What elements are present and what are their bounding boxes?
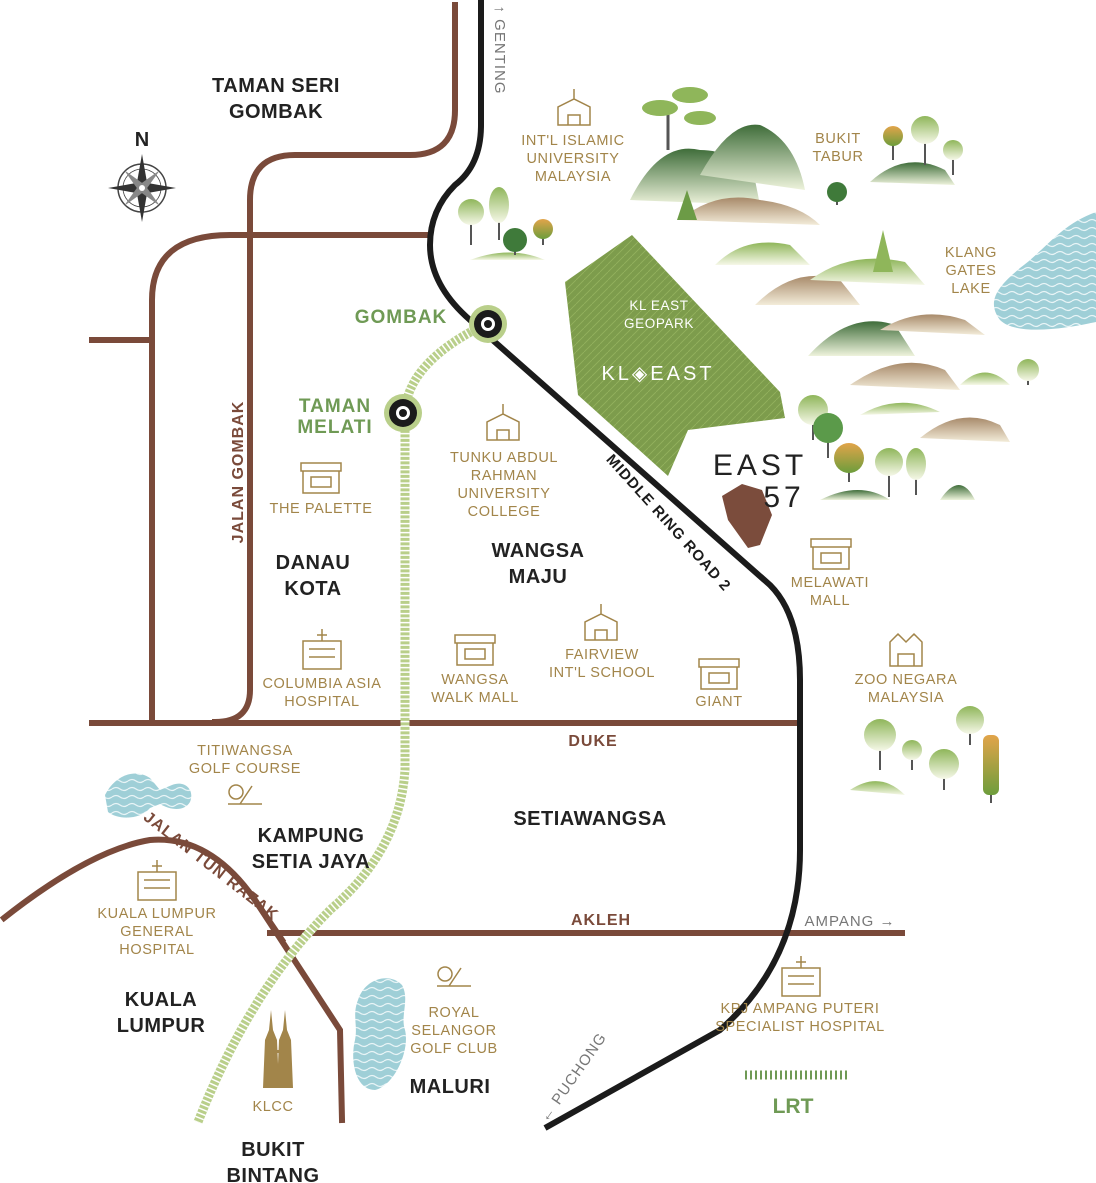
tree-umbrella	[642, 87, 716, 150]
pine-tree	[677, 190, 697, 220]
klcc-towers-icon	[263, 1010, 293, 1088]
tree	[1017, 359, 1039, 385]
kl-east-brand-logo: KL◈EAST	[601, 363, 714, 385]
direction-genting: ↑ GENTING	[491, 5, 508, 94]
lrt-legend-label: LRT	[773, 1095, 814, 1118]
tree	[834, 443, 864, 482]
road-label-jalan-gombak: JALAN GOMBAK	[230, 401, 247, 544]
klang-gates-lake	[993, 212, 1096, 330]
titiwangsa-lake	[105, 773, 192, 818]
compass-north-label: N	[135, 129, 149, 151]
university-icon	[584, 604, 618, 641]
tree	[533, 219, 553, 245]
poi-giant: GIANT	[695, 694, 742, 710]
tree	[813, 413, 843, 458]
tree	[929, 749, 959, 790]
pine-tree	[873, 230, 893, 272]
direction-ampang: AMPANG →	[804, 913, 895, 930]
tree	[983, 735, 999, 803]
station-label-gombak: GOMBAK	[355, 307, 448, 328]
zoo-icon	[889, 632, 923, 667]
tree	[458, 199, 484, 245]
local-roads	[0, 2, 905, 1124]
taman-melati-station-marker[interactable]	[384, 394, 422, 432]
road-taman-seri-gombak	[211, 2, 458, 726]
golf-icon	[228, 784, 262, 805]
area-setiawangsa: SETIAWANGSA	[513, 808, 666, 830]
royal-selangor-lake	[353, 978, 406, 1090]
shop-icon	[300, 462, 342, 494]
lakes	[105, 212, 1096, 1090]
road-label-duke: DUKE	[568, 733, 617, 750]
poi-icons	[137, 89, 923, 997]
university-icon	[486, 404, 520, 441]
shop-icon	[698, 658, 740, 690]
tree	[943, 140, 963, 175]
tree	[906, 448, 926, 495]
tree	[503, 228, 527, 255]
trees	[458, 87, 1039, 803]
kl-east-geopark[interactable]	[565, 235, 785, 476]
gombak-station-marker[interactable]	[469, 305, 507, 343]
poi-klcc: KLCC	[252, 1099, 293, 1115]
tree	[489, 187, 509, 240]
golf-icon	[437, 966, 471, 987]
hospital-icon	[302, 629, 342, 670]
road-gombak-link	[149, 232, 428, 725]
road-klcc-link	[250, 895, 287, 945]
poi-the-palette: THE PALETTE	[269, 501, 372, 517]
road-label-akleh: AKLEH	[571, 912, 631, 929]
compass-icon: N	[108, 129, 176, 222]
hills	[470, 124, 1010, 795]
hospital-icon	[137, 860, 177, 901]
tree	[875, 448, 903, 497]
east57-plot[interactable]	[722, 484, 772, 548]
road-jalan-tun-razak	[0, 836, 346, 1124]
lrt-line	[193, 318, 490, 1124]
hospital-icon	[781, 956, 821, 997]
tree	[864, 719, 896, 770]
shop-icon	[454, 634, 496, 666]
university-icon	[557, 89, 591, 126]
tree	[827, 182, 847, 205]
area-maluri: MALURI	[410, 1076, 491, 1098]
tree	[883, 126, 903, 160]
shop-icon	[810, 538, 852, 570]
tree	[956, 706, 984, 745]
tree	[911, 116, 939, 165]
klang-gates-lake-islet	[1019, 269, 1035, 283]
tree	[902, 740, 922, 770]
